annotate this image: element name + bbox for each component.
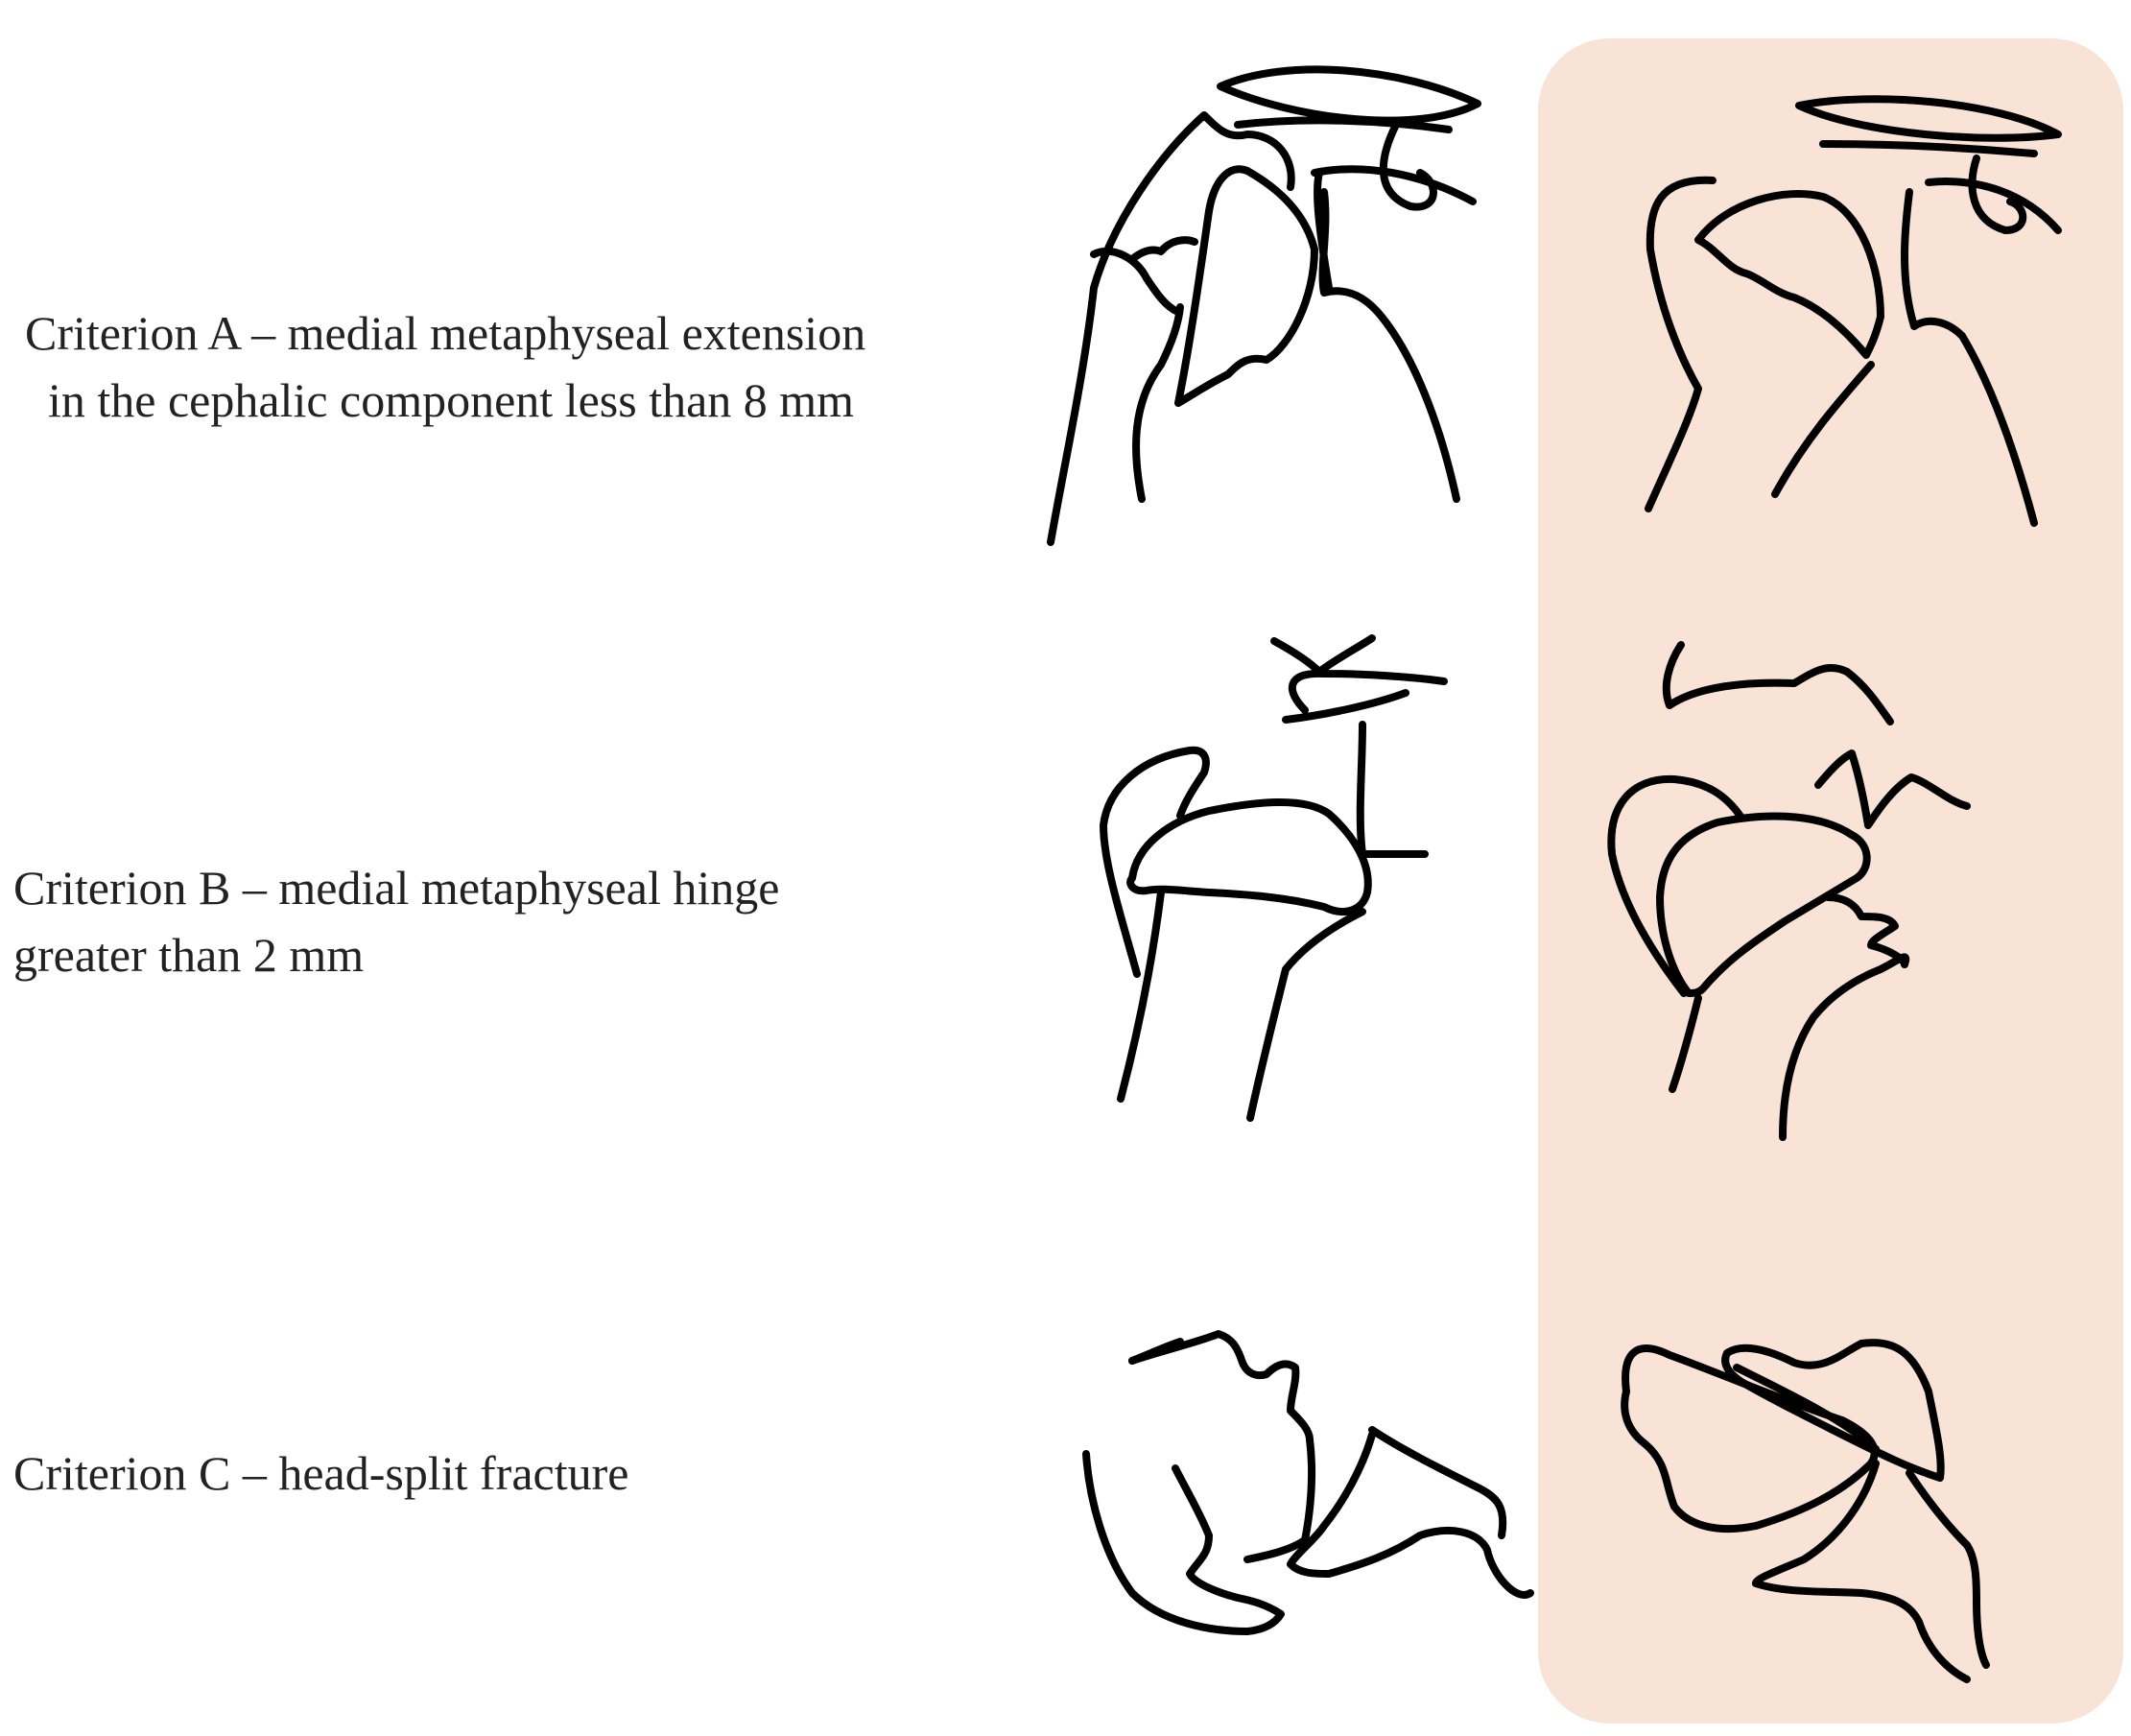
highlight-panel xyxy=(1538,38,2123,1724)
scapula-c-r xyxy=(1906,1469,1990,1669)
glenoid-c xyxy=(1287,1431,1534,1599)
shaft-lateral-b xyxy=(1117,889,1165,1103)
head-split-fragment-2 xyxy=(1721,1339,1945,1482)
criterion-b-line-2: greater than 2 mm xyxy=(13,928,365,982)
criterion-a-line-1: Criterion A – medial metaphyseal extensi… xyxy=(25,306,866,360)
shaft-c xyxy=(1082,1450,1285,1635)
criterion-c-sketch-left xyxy=(1082,1330,1534,1635)
humeral-head-b-r xyxy=(1656,812,1871,997)
coracoid-b xyxy=(1282,689,1409,724)
glenoid-line-r xyxy=(1925,178,2062,234)
clavicle-line xyxy=(1315,634,1376,676)
medial-cortex xyxy=(1318,188,1460,503)
coracoid-process xyxy=(1379,121,1437,211)
head-fragment-curve xyxy=(1243,1436,1316,1563)
humeral-head-fragment xyxy=(1174,165,1318,407)
criteria-labels: Criterion A – medial metaphyseal extensi… xyxy=(0,0,1036,1736)
scapula-line-r xyxy=(1819,140,2038,157)
acromion-outline xyxy=(1217,65,1481,125)
shaft-medial-b xyxy=(1246,908,1366,1122)
head-split-fragment-1 xyxy=(1621,1344,1879,1533)
criterion-c-sketch-right xyxy=(1621,1339,1990,1683)
criterion-b-sketch-left xyxy=(1100,634,1448,1122)
criterion-b-line-1: Criterion B – medial metaphyseal hinge xyxy=(13,861,780,915)
fracture-line-a xyxy=(1128,236,1198,263)
acromion-b xyxy=(1288,669,1448,714)
criterion-a-sketch-left xyxy=(1047,65,1481,546)
split-line xyxy=(1733,1364,1880,1453)
shaft-medial xyxy=(1132,303,1184,503)
cortex-step xyxy=(1314,169,1333,292)
criterion-a-label: Criterion A – medial metaphyseal extensi… xyxy=(25,299,865,434)
humerus-lateral-r xyxy=(1645,176,1717,512)
shaft-medial-r xyxy=(1771,361,1875,498)
glenoid-c-r xyxy=(1752,1460,1971,1683)
greater-tuberosity-b xyxy=(1100,746,1210,978)
scapula-c xyxy=(1368,1426,1507,1539)
head-fragment-top xyxy=(1128,1330,1314,1443)
shaft-lateral-b-r xyxy=(1669,994,1702,1093)
medial-cortex-r xyxy=(1901,188,2038,527)
humeral-head-b xyxy=(1126,798,1372,916)
clavicle-c xyxy=(1128,1338,1184,1365)
coracoid-b-r xyxy=(1814,749,1971,829)
humerus-lateral xyxy=(1047,111,1295,546)
medial-hinge-b-r xyxy=(1824,893,1908,968)
humeral-head-r xyxy=(1694,190,1884,359)
scapula-b xyxy=(1356,721,1429,859)
glenoid-line xyxy=(1311,165,1477,205)
criterion-c-label: Criterion C – head-split fracture xyxy=(13,1439,628,1507)
shaft-medial-b-r xyxy=(1779,953,1910,1141)
scapula-line xyxy=(1234,116,1453,133)
greater-tuberosity-b-r xyxy=(1607,774,1745,997)
clavicle-end xyxy=(1270,637,1323,676)
criterion-b-label: Criterion B – medial metaphyseal hinge g… xyxy=(13,854,779,988)
acromion-outline-r xyxy=(1795,95,2062,142)
criterion-a-sketch-right xyxy=(1645,95,2062,527)
criterion-a-line-2: in the cephalic component less than 8 mm xyxy=(48,373,855,427)
acromion-b-r xyxy=(1662,641,1894,725)
criterion-c-line-1: Criterion C – head-split fracture xyxy=(13,1446,629,1500)
criterion-b-sketch-right xyxy=(1607,641,1971,1141)
greater-tuberosity xyxy=(1090,247,1182,316)
